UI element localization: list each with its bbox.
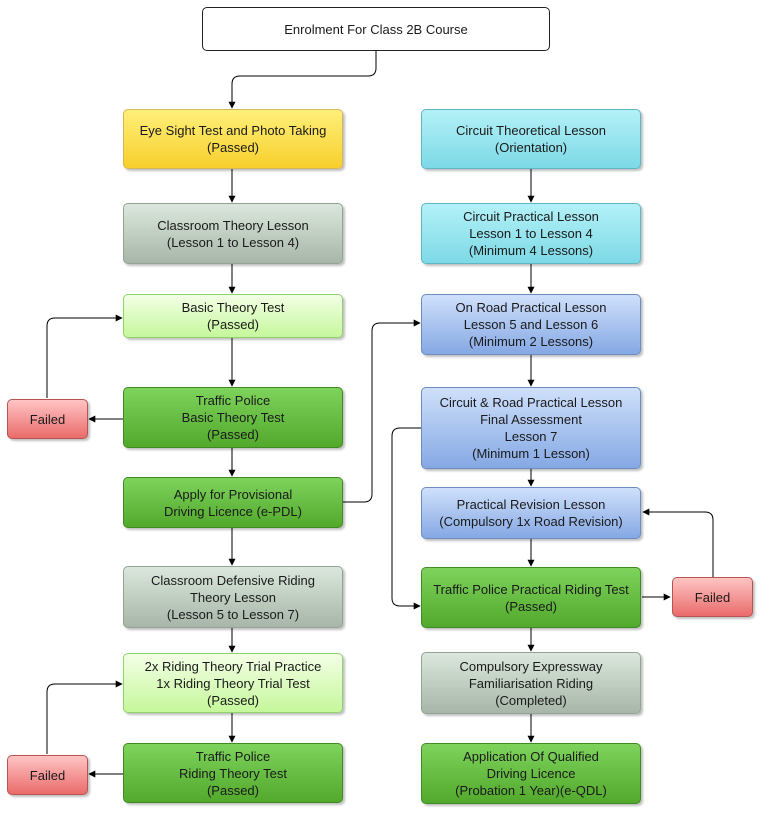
node-eyesight-test: Eye Sight Test and Photo Taking (Passed) — [123, 109, 343, 169]
node-qualified-licence: Application Of Qualified Driving Licence… — [421, 743, 641, 804]
node-riding-theory-trial: 2x Riding Theory Trial Practice 1x Ridin… — [123, 653, 343, 713]
arrow-failed-to-revision — [642, 508, 714, 577]
arrow-provisional-to-on-road — [343, 319, 421, 503]
node-on-road-practical: On Road Practical Lesson Lesson 5 and Le… — [421, 294, 641, 355]
node-final-assessment: Circuit & Road Practical Lesson Final As… — [421, 387, 641, 469]
arrow-failed-to-basic-test — [46, 314, 123, 398]
node-failed-basic: Failed — [7, 399, 88, 439]
node-failed-riding-theory: Failed — [7, 755, 88, 795]
arrow-final-to-tp-practical — [391, 427, 421, 610]
node-tp-practical-riding-test: Traffic Police Practical Riding Test (Pa… — [421, 567, 641, 628]
node-basic-theory-test: Basic Theory Test (Passed) — [123, 294, 343, 338]
arrow-failed-to-trial — [46, 680, 123, 754]
node-circuit-practical: Circuit Practical Lesson Lesson 1 to Les… — [421, 203, 641, 264]
node-classroom-theory: Classroom Theory Lesson (Lesson 1 to Les… — [123, 203, 343, 264]
arrow-enrolment-to-eyesight — [228, 51, 377, 109]
node-enrolment: Enrolment For Class 2B Course — [202, 7, 550, 51]
node-classroom-defensive: Classroom Defensive Riding Theory Lesson… — [123, 566, 343, 628]
node-tp-basic-theory-test: Traffic Police Basic Theory Test (Passed… — [123, 387, 343, 448]
node-circuit-theoretical: Circuit Theoretical Lesson (Orientation) — [421, 109, 641, 169]
node-practical-revision: Practical Revision Lesson (Compulsory 1x… — [421, 487, 641, 539]
node-failed-practical: Failed — [672, 577, 753, 617]
node-tp-riding-theory-test: Traffic Police Riding Theory Test (Passe… — [123, 743, 343, 803]
node-expressway-familiarisation: Compulsory Expressway Familiarisation Ri… — [421, 652, 641, 714]
node-apply-provisional: Apply for Provisional Driving Licence (e… — [123, 477, 343, 528]
